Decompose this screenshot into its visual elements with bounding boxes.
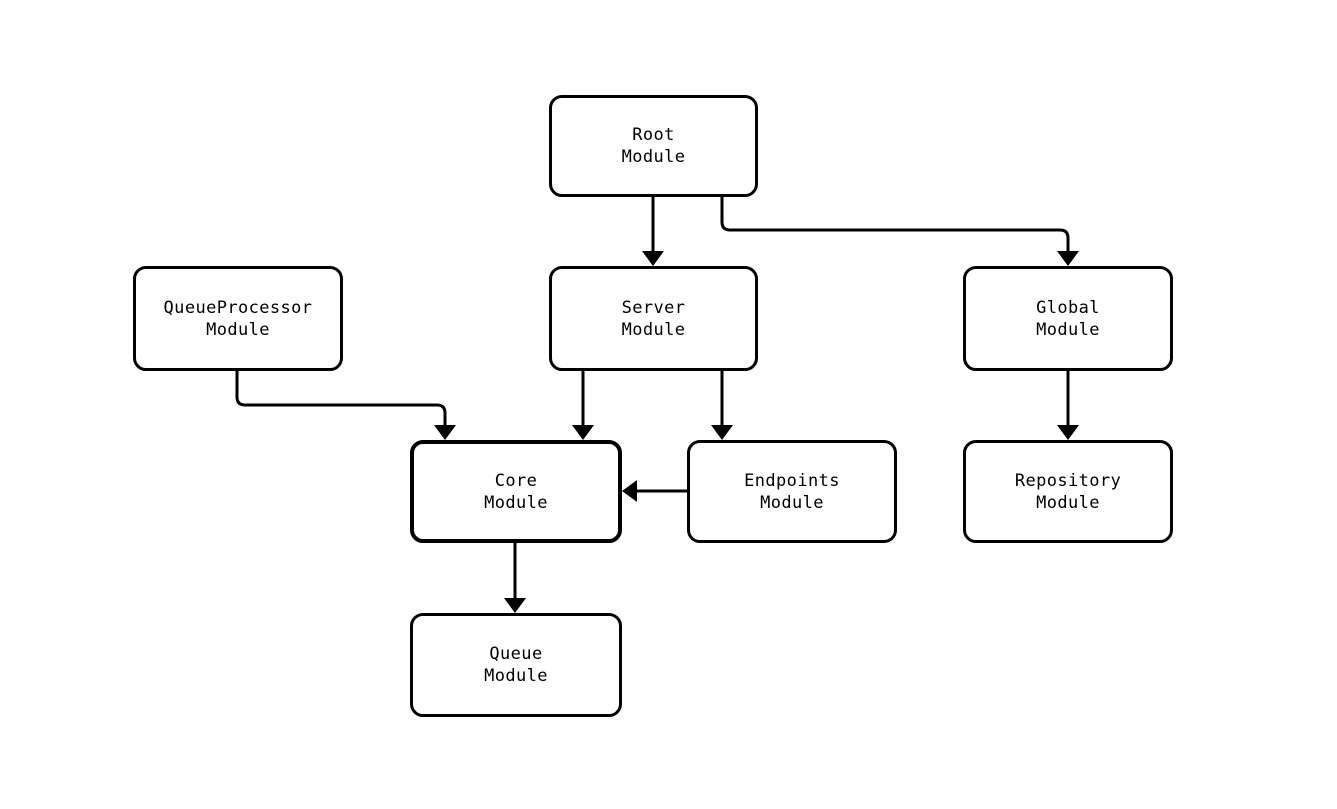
node-label-primary: Global (1036, 297, 1100, 318)
arrowhead (642, 251, 664, 266)
edge-server-to-endpoints (711, 371, 733, 440)
edge-endpoints-to-core (622, 480, 687, 502)
arrowhead (572, 425, 594, 440)
node-label-primary: Repository (1014, 470, 1122, 491)
node-label-primary: Root (632, 125, 675, 145)
edge-core-to-queue (504, 543, 526, 613)
arrowhead (1057, 425, 1079, 440)
arrowhead (504, 598, 526, 613)
node-label-secondary: Module (1036, 492, 1100, 513)
node-label-secondary: Module (621, 147, 686, 167)
arrowhead (434, 425, 456, 440)
node-label-secondary: Module (484, 666, 548, 686)
arrowhead (711, 425, 733, 440)
edge-global-to-repository (1057, 371, 1079, 440)
edge-root-to-global (720, 197, 1079, 266)
node-label-secondary: Module (621, 319, 686, 340)
node-label-secondary: Module (1036, 319, 1100, 340)
node-label-secondary: Module (760, 492, 824, 513)
node-label-primary: Core (494, 470, 538, 491)
node-label-primary: Endpoints (744, 470, 840, 491)
edge-root-to-server (642, 197, 664, 266)
arrowhead (622, 480, 637, 502)
arrowhead (1057, 251, 1079, 266)
node-label-secondary: Module (206, 319, 270, 340)
edge-queueprocessor-to-core (235, 371, 456, 440)
node-label-secondary: Module (484, 492, 548, 513)
node-label-primary: Server (621, 297, 686, 318)
node-label-primary: QueueProcessor (163, 297, 313, 318)
node-label-primary: Queue (489, 644, 543, 664)
edge-server-to-core (572, 371, 594, 440)
